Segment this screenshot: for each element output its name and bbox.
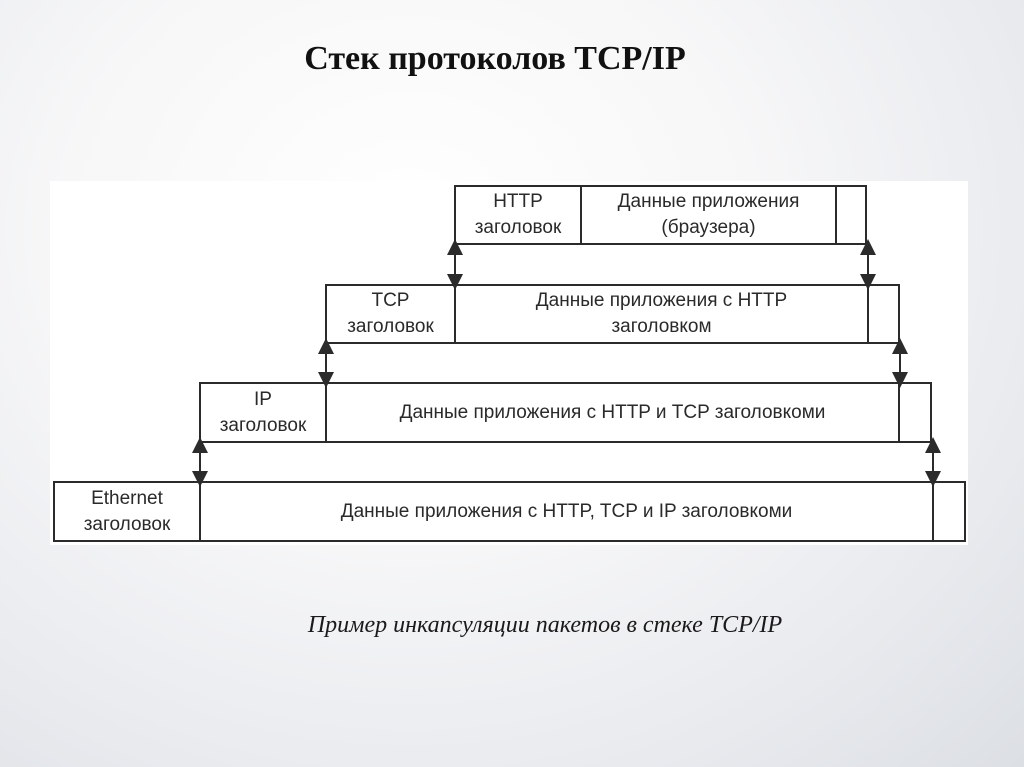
http-header-label: HTTP заголовок <box>474 191 562 238</box>
ethernet-header-label: Ethernet заголовок <box>83 487 171 535</box>
tcp-data-label: Данные приложения с HTTP заголовком <box>535 290 788 337</box>
ip-header-label: IP заголовок <box>219 388 307 436</box>
tcp-layer-frame <box>325 284 900 344</box>
encapsulation-diagram: HTTP заголовок Данные приложения (браузе… <box>50 181 968 545</box>
http-data-label: Данные приложения (браузера) <box>617 191 800 238</box>
ip-layer-frame <box>199 382 932 443</box>
slide-title: Стек протоколов TCP/IP <box>304 40 686 77</box>
http-layer-frame <box>454 185 867 245</box>
diagram-lines <box>53 185 966 542</box>
diagram-caption: Пример инкапсуляции пакетов в стеке TCP/… <box>307 612 783 638</box>
tcp-header-label: TCP заголовок <box>347 290 434 337</box>
ip-data-label: Данные приложения с HTTP и TCP заголовко… <box>399 401 826 423</box>
ethernet-data-label: Данные приложения с HTTP, TCP и IP загол… <box>340 500 793 522</box>
ethernet-layer-frame <box>53 481 966 542</box>
